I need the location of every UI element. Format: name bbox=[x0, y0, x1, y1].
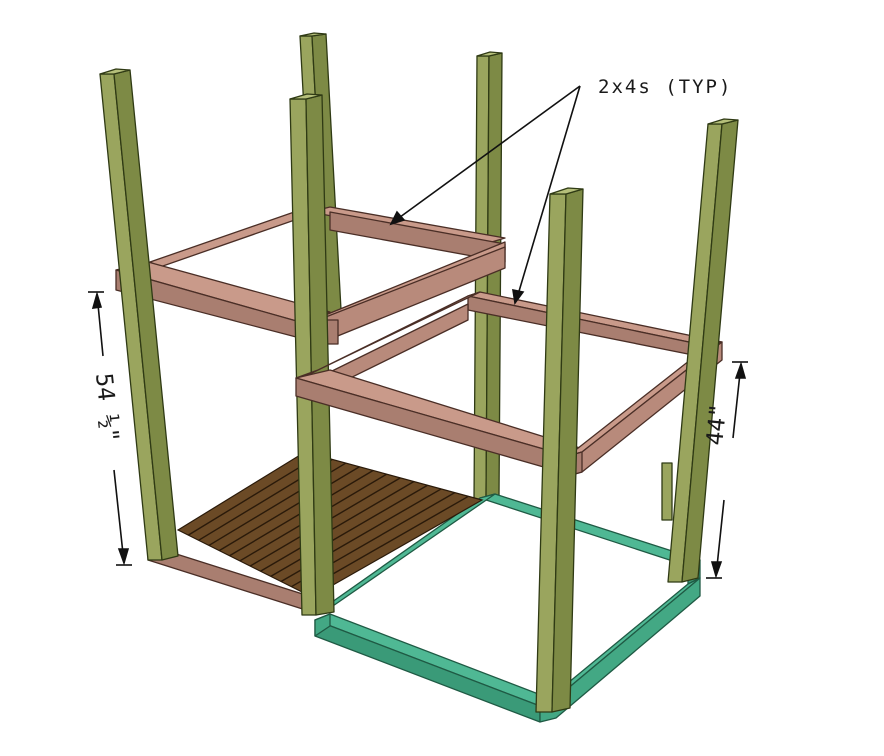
leader-lines bbox=[389, 85, 581, 306]
arrowhead-upper bbox=[389, 210, 406, 226]
deck-slat-line bbox=[218, 466, 360, 552]
deck-slat-line bbox=[270, 484, 428, 577]
post-front-right bbox=[535, 187, 584, 713]
dimension-right-label: 44" bbox=[702, 403, 732, 447]
base-frame bbox=[314, 493, 701, 723]
post-back-far-right bbox=[667, 118, 739, 583]
label-2x4s-typ: 2x4s (TYP) bbox=[598, 76, 732, 98]
dimension-left bbox=[88, 291, 132, 566]
deck-slat-line bbox=[260, 480, 415, 572]
back-right-block bbox=[661, 462, 673, 521]
post-front-left bbox=[99, 68, 179, 561]
upper-frame-right bbox=[295, 291, 723, 477]
dimension-left-label: 54 ½" bbox=[90, 372, 123, 444]
arrowhead-lower bbox=[512, 288, 525, 306]
post-front-middle bbox=[289, 93, 335, 616]
dimension-right bbox=[706, 361, 748, 579]
deck-slat-line bbox=[187, 455, 319, 536]
